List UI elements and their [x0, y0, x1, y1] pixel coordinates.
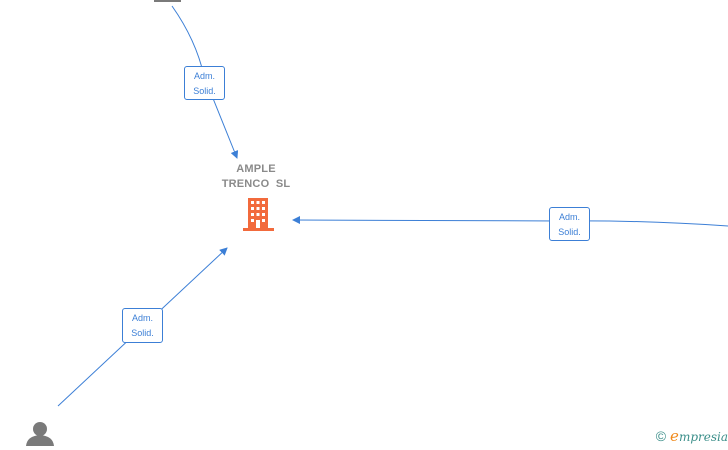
- empresia-watermark: ©empresia: [656, 427, 728, 445]
- edge-label-bottom-left-line1: Adm.: [131, 313, 153, 323]
- person-icon[interactable]: [26, 422, 54, 446]
- edge-label-bottom-left[interactable]: Adm. Solid.: [122, 308, 163, 343]
- company-name[interactable]: AMPLE TRENCO SL: [206, 162, 306, 192]
- copyright-symbol: ©: [655, 428, 667, 444]
- company-name-line2: TRENCO SL: [221, 178, 291, 190]
- edge-label-right[interactable]: Adm. Solid.: [549, 207, 590, 241]
- edge-label-right-line1: Adm.: [558, 212, 580, 222]
- edge-label-top-line2: Solid.: [193, 86, 216, 96]
- edge-label-top[interactable]: Adm. Solid.: [184, 66, 225, 100]
- edge-right-line: [292, 216, 728, 227]
- edge-label-bottom-left-line2: Solid.: [131, 328, 154, 338]
- top-node-fragment[interactable]: [154, 0, 181, 2]
- company-name-line1: AMPLE: [236, 163, 276, 175]
- brand-initial: e: [670, 427, 679, 445]
- edge-label-right-line2: Solid.: [558, 227, 581, 237]
- brand-name: mpresia: [678, 430, 728, 444]
- edge-label-top-line1: Adm.: [193, 71, 215, 81]
- building-icon[interactable]: [243, 198, 274, 231]
